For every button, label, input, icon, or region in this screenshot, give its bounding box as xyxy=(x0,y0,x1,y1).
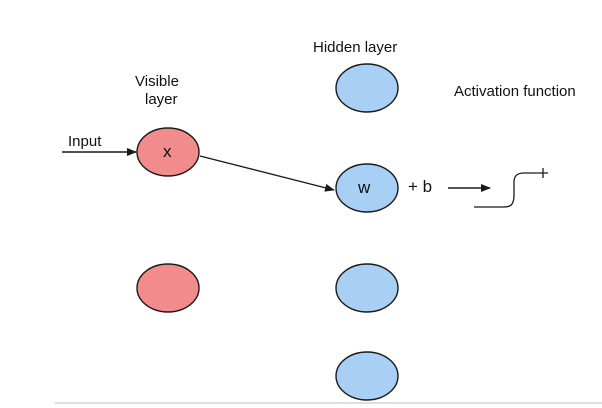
visible-layer-label-line1: Visible xyxy=(135,73,179,90)
hidden-node-4 xyxy=(335,351,399,401)
visible-layer-label-line2: layer xyxy=(145,91,178,108)
visible-node-2 xyxy=(136,263,200,313)
node-x-label: x xyxy=(163,142,172,161)
hidden-node-3 xyxy=(335,263,399,313)
input-label: Input xyxy=(68,133,102,150)
plus-b-label: + b xyxy=(408,177,433,196)
visible-node-x xyxy=(136,127,200,177)
hidden-node-1 xyxy=(335,63,399,113)
activation-function-label: Activation function xyxy=(454,83,576,100)
hidden-node-w xyxy=(335,163,399,213)
hidden-layer-label: Hidden layer xyxy=(313,39,398,56)
activation-step-icon xyxy=(474,168,548,208)
node-w-label: w xyxy=(358,178,371,197)
connection-arrow-x-to-w xyxy=(199,155,335,192)
